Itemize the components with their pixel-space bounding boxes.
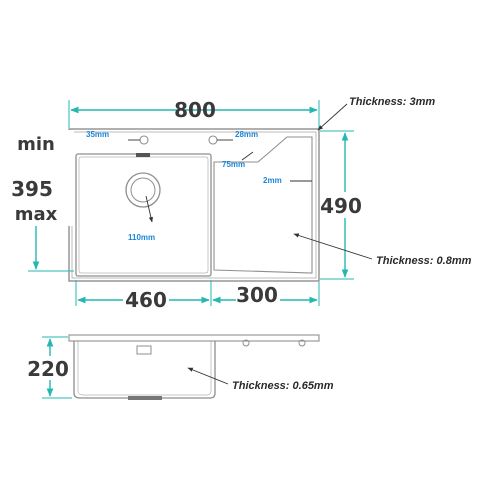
- bowl-depth-min-label: min: [17, 134, 55, 155]
- drainboard-width-label: 300: [236, 283, 278, 307]
- bowl-inner-outline: [78, 156, 209, 274]
- height-label: 220: [27, 357, 69, 381]
- overall-depth-label: 490: [320, 194, 362, 218]
- overall-width-label: 800: [174, 98, 216, 122]
- tap-hole-label: 35mm: [86, 130, 109, 139]
- tap-hole: [139, 135, 149, 145]
- drain-outer-ring: [125, 172, 161, 208]
- drain-size-label: 110mm: [128, 233, 155, 242]
- top-view: 800 490 min 395 max 460 300 35mm 28mm 75…: [4, 96, 472, 312]
- side-tap-fitting: [242, 339, 250, 347]
- deck-thickness-label: Thickness: 3mm: [349, 96, 435, 108]
- accessory-hole-label: 28mm: [235, 130, 258, 139]
- accessory-hole: [208, 135, 218, 145]
- bowl-width-label: 460: [125, 288, 167, 312]
- drain-inner-ring: [130, 177, 156, 203]
- side-overflow-box: [136, 345, 152, 355]
- side-drain-stub: [128, 396, 162, 400]
- corner-radius-label: 75mm: [222, 160, 245, 169]
- drainboard-thickness-label: Thickness: 0.8mm: [376, 255, 472, 267]
- sink-deck-outline: [68, 128, 320, 282]
- side-deck-outline: [68, 334, 320, 342]
- side-bowl-outline: [73, 341, 216, 399]
- bowl-thickness-leader: [187, 367, 229, 385]
- side-view: 220 Thickness: 0.65mm: [24, 334, 334, 400]
- bowl-thickness-label: Thickness: 0.65mm: [232, 380, 334, 392]
- deck-thickness-leader: [317, 103, 348, 131]
- overflow-slot: [136, 153, 150, 157]
- bowl-depth-value-label: 395: [11, 177, 53, 201]
- drainboard-outline: [213, 136, 313, 274]
- side-accessory-fitting: [298, 339, 306, 347]
- bowl-outline: [75, 153, 212, 277]
- bowl-depth-max-label: max: [15, 204, 58, 225]
- edge-label: 2mm: [263, 176, 282, 185]
- drainboard-thickness-leader: [293, 233, 373, 260]
